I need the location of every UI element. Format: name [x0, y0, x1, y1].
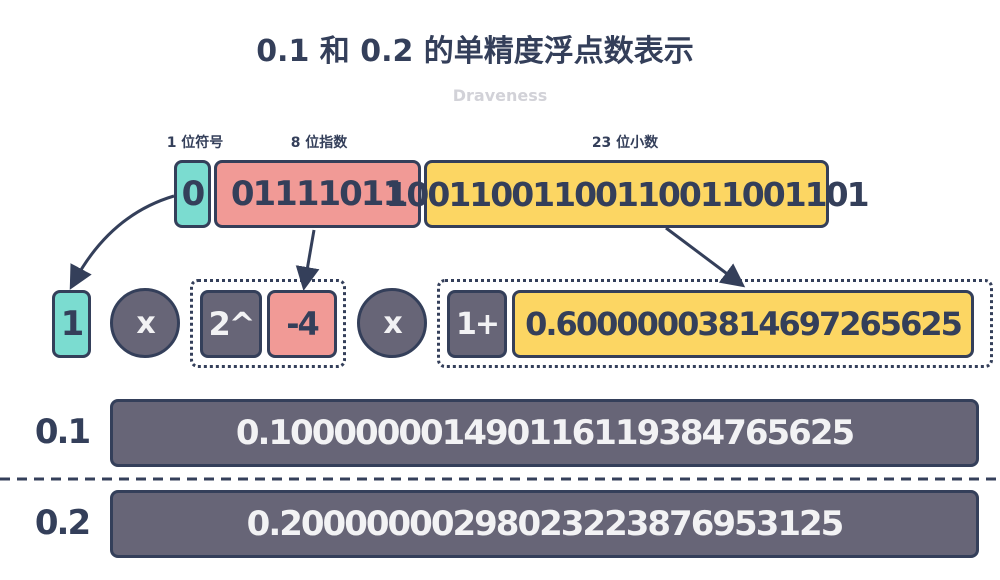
- diagram-title: 0.1 和 0.2 的单精度浮点数表示: [256, 34, 694, 69]
- author-credit: Draveness: [452, 86, 548, 105]
- one-plus-box: 1+: [447, 290, 507, 358]
- sign-arrow: [69, 194, 175, 290]
- mantissa-group: [437, 279, 993, 368]
- result-label-0-2: 0.2: [34, 503, 91, 543]
- exponent-arrow: [295, 229, 320, 291]
- fraction-bits-box: 10011001100110011001101: [385, 160, 870, 228]
- exponent-bits-box: 01111011: [214, 160, 421, 228]
- exponent-group: [190, 279, 346, 368]
- fraction-label: 23 位小数: [591, 135, 659, 151]
- mantissa-value-box: 0.60000003814697265625: [512, 290, 974, 358]
- base-box: 2^: [200, 290, 262, 358]
- exponent-value-box: -4: [267, 290, 337, 358]
- exponent-label: 8 位指数: [290, 135, 348, 151]
- sign-value-box: 1: [52, 290, 91, 358]
- fraction-arrow: [665, 226, 746, 288]
- result-label-0-1: 0.1: [34, 412, 91, 452]
- result-value-0-2: 0.20000000298023223876953125: [110, 490, 979, 558]
- multiply-operator: x: [110, 288, 180, 358]
- sign-label: 1 位符号: [166, 135, 224, 151]
- multiply-operator: x: [357, 288, 427, 358]
- result-value-0-1: 0.100000001490116119384765625: [110, 399, 979, 467]
- sign-bit-box: 0: [174, 160, 211, 228]
